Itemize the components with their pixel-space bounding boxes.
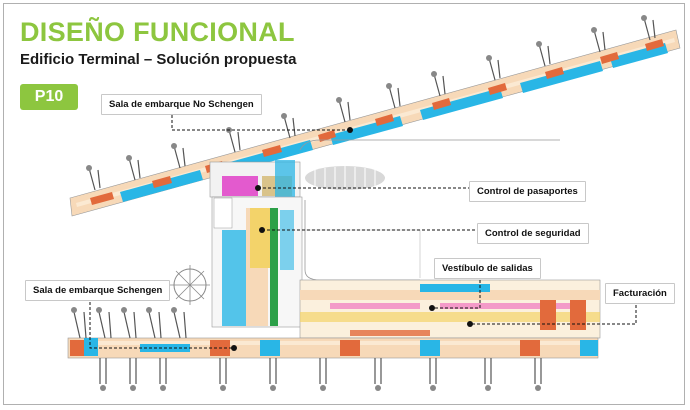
callout-markers — [231, 127, 473, 351]
page-subtitle: Edificio Terminal – Solución propuesta — [20, 51, 297, 68]
callout-passport-control: Control de pasaportes — [469, 181, 586, 202]
departures-hall — [299, 279, 601, 339]
callout-leaders — [89, 110, 637, 349]
page-badge: P10 — [20, 84, 78, 110]
callout-departures-hall: Vestíbulo de salidas — [434, 258, 541, 279]
callout-check-in: Facturación — [605, 283, 675, 304]
callout-security-control: Control de seguridad — [477, 223, 589, 244]
callout-no-schengen: Sala de embarque No Schengen — [101, 94, 262, 115]
page-frame — [3, 3, 685, 405]
callout-schengen: Sala de embarque Schengen — [25, 280, 171, 301]
page-title: DISEÑO FUNCIONAL — [20, 17, 295, 47]
